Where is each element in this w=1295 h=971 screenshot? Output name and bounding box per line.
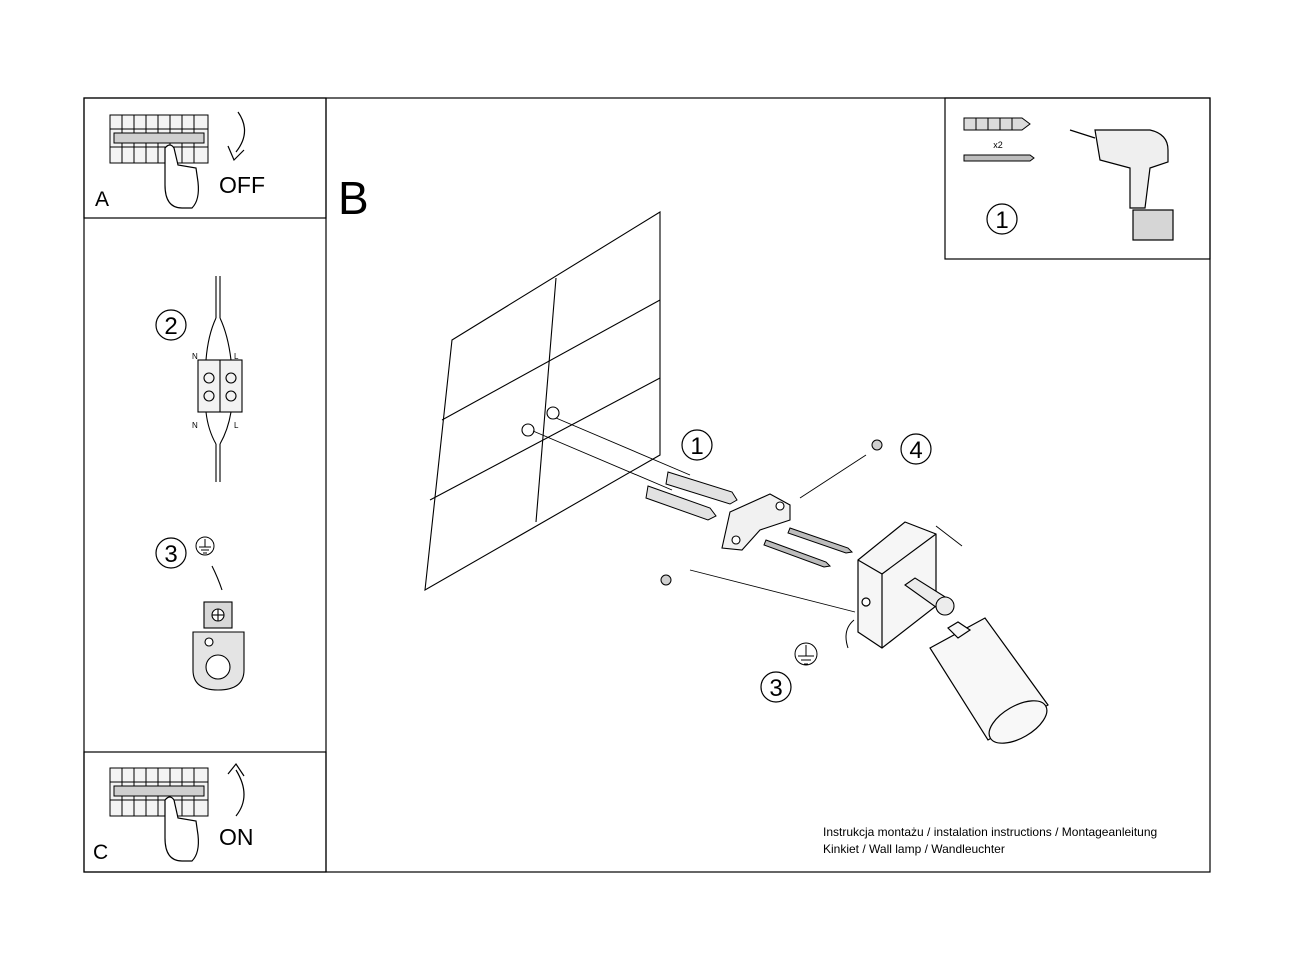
step-1-tools-label: 1 xyxy=(995,207,1008,234)
off-label: OFF xyxy=(219,172,265,198)
step-2-label: 2 xyxy=(164,313,177,340)
footer-line-2: Kinkiet / Wall lamp / Wandleuchter xyxy=(823,842,1005,856)
wire-l-bottom-label: L xyxy=(234,421,239,430)
step-4-label: 4 xyxy=(909,437,922,464)
tools-box-frame xyxy=(944,97,1211,260)
screw-icon-top xyxy=(963,154,1035,162)
hand-icon-a xyxy=(164,144,199,209)
arrow-down-icon xyxy=(235,111,246,153)
step-4-badge xyxy=(900,433,932,465)
outer-frame xyxy=(83,97,1211,873)
lamp-base-box xyxy=(857,521,937,649)
step-3-left-badge xyxy=(155,537,187,569)
small-screw-icon-top xyxy=(871,439,883,451)
breaker-panel-icon-c xyxy=(109,767,209,817)
step-3-main-badge xyxy=(760,671,792,703)
hand-icon-c xyxy=(164,796,199,862)
terminal-block-diagram xyxy=(197,276,243,482)
wire-l-top-label: L xyxy=(234,352,239,361)
arrow-up-icon xyxy=(235,769,245,817)
step-3-main-label: 3 xyxy=(769,675,782,702)
step-3-left-label: 3 xyxy=(164,541,177,568)
small-screw-icon-bottom xyxy=(660,574,672,586)
panel-c-letter: C xyxy=(93,841,108,864)
lamp-shade xyxy=(929,617,1049,744)
step-1-dowel-badge xyxy=(681,429,713,461)
wire-n-top-label: N xyxy=(192,352,198,361)
step-1-tools-badge xyxy=(986,203,1018,235)
step-2-badge xyxy=(155,309,187,341)
ground-symbol-icon-main xyxy=(794,642,818,666)
quantity-label: x2 xyxy=(993,140,1003,150)
panel-a-letter: A xyxy=(95,188,109,211)
footer-line-1: Instrukcja montażu / instalation instruc… xyxy=(823,825,1157,839)
long-screw-icon xyxy=(763,527,854,568)
lamp-arm xyxy=(904,577,955,616)
ground-terminal-icon xyxy=(192,601,245,691)
wall-plate xyxy=(424,211,661,592)
step-1-dowel-label: 1 xyxy=(690,433,703,460)
ground-symbol-icon-left xyxy=(195,536,215,556)
drill-icon xyxy=(1069,129,1174,241)
on-label: ON xyxy=(219,824,254,850)
mounting-bracket xyxy=(721,493,791,551)
dowel-icon-top xyxy=(963,117,1031,131)
wall-dowel-icon xyxy=(645,471,738,521)
panel-b-letter: B xyxy=(338,172,369,224)
wire-n-bottom-label: N xyxy=(192,421,198,430)
breaker-panel-icon-a xyxy=(109,114,209,164)
